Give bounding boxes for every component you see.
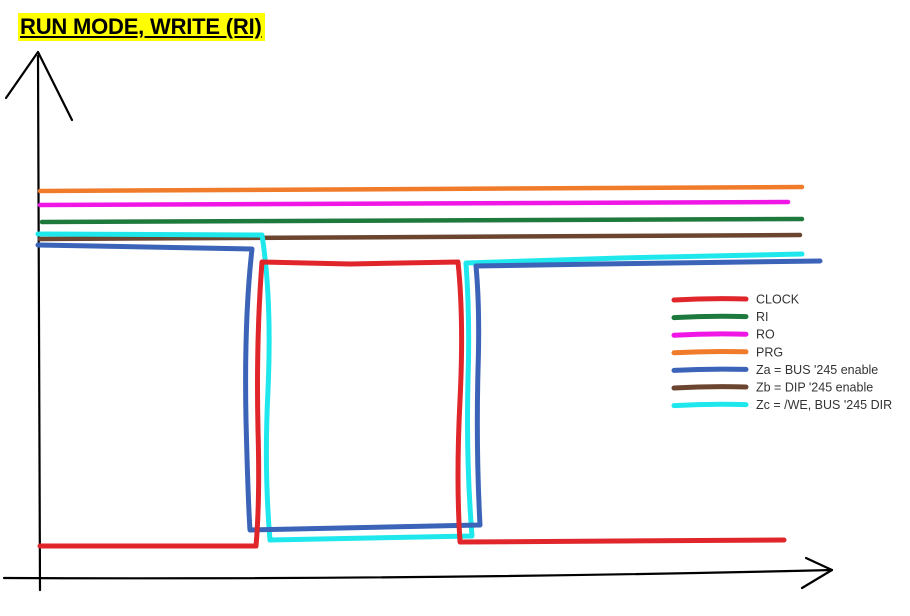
y-axis-arrowhead (4, 50, 74, 122)
legend-label-prg: PRG (756, 345, 783, 359)
legend-swatch-za (671, 366, 749, 373)
signal-za-trace (35, 242, 823, 533)
legend-item-zc: Zc = /WE, BUS '245 DIR (671, 398, 892, 412)
signal-prg-trace (37, 184, 805, 194)
legend-item-clock: CLOCK (671, 293, 800, 307)
legend-label-ri: RI (756, 310, 769, 324)
signal-ro-trace (37, 199, 791, 208)
legend-swatch-ri (671, 313, 749, 321)
legend-swatch-zc (671, 401, 749, 409)
legend: CLOCK RI RO PRG Za = BUS '245 enable Zb = DIP… (671, 293, 892, 412)
y-axis (36, 54, 42, 592)
legend-swatch-zb (671, 384, 749, 391)
diagram-title: RUN MODE, WRITE (RI) (18, 13, 265, 41)
signal-ri-trace (39, 216, 805, 225)
legend-item-ri: RI (671, 310, 769, 324)
legend-item-prg: PRG (671, 345, 783, 359)
legend-label-zb: Zb = DIP '245 enable (756, 381, 873, 395)
legend-item-za: Za = BUS '245 enable (671, 363, 878, 377)
legend-label-ro: RO (756, 328, 775, 342)
legend-label-za: Za = BUS '245 enable (756, 363, 878, 377)
x-axis (2, 568, 834, 580)
axes (2, 50, 834, 592)
signal-zb-trace (37, 232, 803, 242)
legend-label-zc: Zc = /WE, BUS '245 DIR (756, 398, 892, 412)
legend-swatch-prg (671, 348, 749, 356)
legend-item-zb: Zb = DIP '245 enable (671, 381, 873, 395)
legend-swatch-ro (671, 331, 749, 338)
legend-swatch-clock (671, 296, 749, 303)
legend-item-ro: RO (671, 328, 775, 342)
signal-clock-trace (37, 259, 787, 549)
x-axis-arrowhead (800, 556, 834, 590)
legend-label-clock: CLOCK (756, 293, 800, 307)
signal-zc-trace (35, 231, 805, 543)
